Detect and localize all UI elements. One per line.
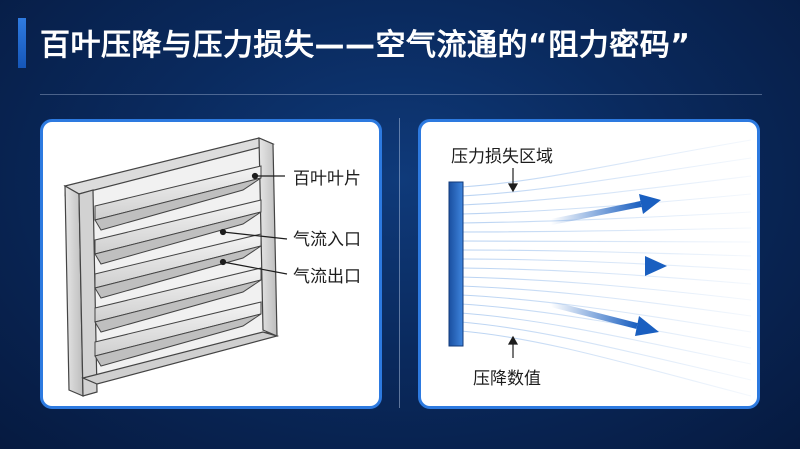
louver-blade-label: 百叶叶片	[293, 169, 361, 189]
title-divider	[40, 94, 762, 95]
airflow-panel: 压力损失区域 压降数值	[418, 119, 760, 409]
airflow-streamlines	[460, 139, 752, 397]
louver-plate	[448, 181, 464, 347]
airflow-diagram	[448, 139, 752, 397]
slide-title: 百叶压降与压力损失——空气流通的“阻力密码”	[40, 28, 691, 63]
panel-divider	[399, 118, 400, 408]
flow-arrow-upper	[550, 194, 661, 225]
flow-arrow-middle	[571, 256, 667, 276]
louver-panel: 百叶叶片 气流入口 气流出口	[40, 119, 382, 409]
louver-illustration	[63, 137, 288, 397]
flow-arrow-lower	[550, 301, 659, 336]
pressure-drop-value-label: 压降数值	[473, 369, 541, 389]
air-inlet-label: 气流入口	[293, 230, 361, 250]
pressure-loss-zone-label: 压力损失区域	[451, 147, 553, 167]
title-accent-bar	[18, 18, 26, 68]
air-outlet-label: 气流出口	[293, 267, 361, 287]
